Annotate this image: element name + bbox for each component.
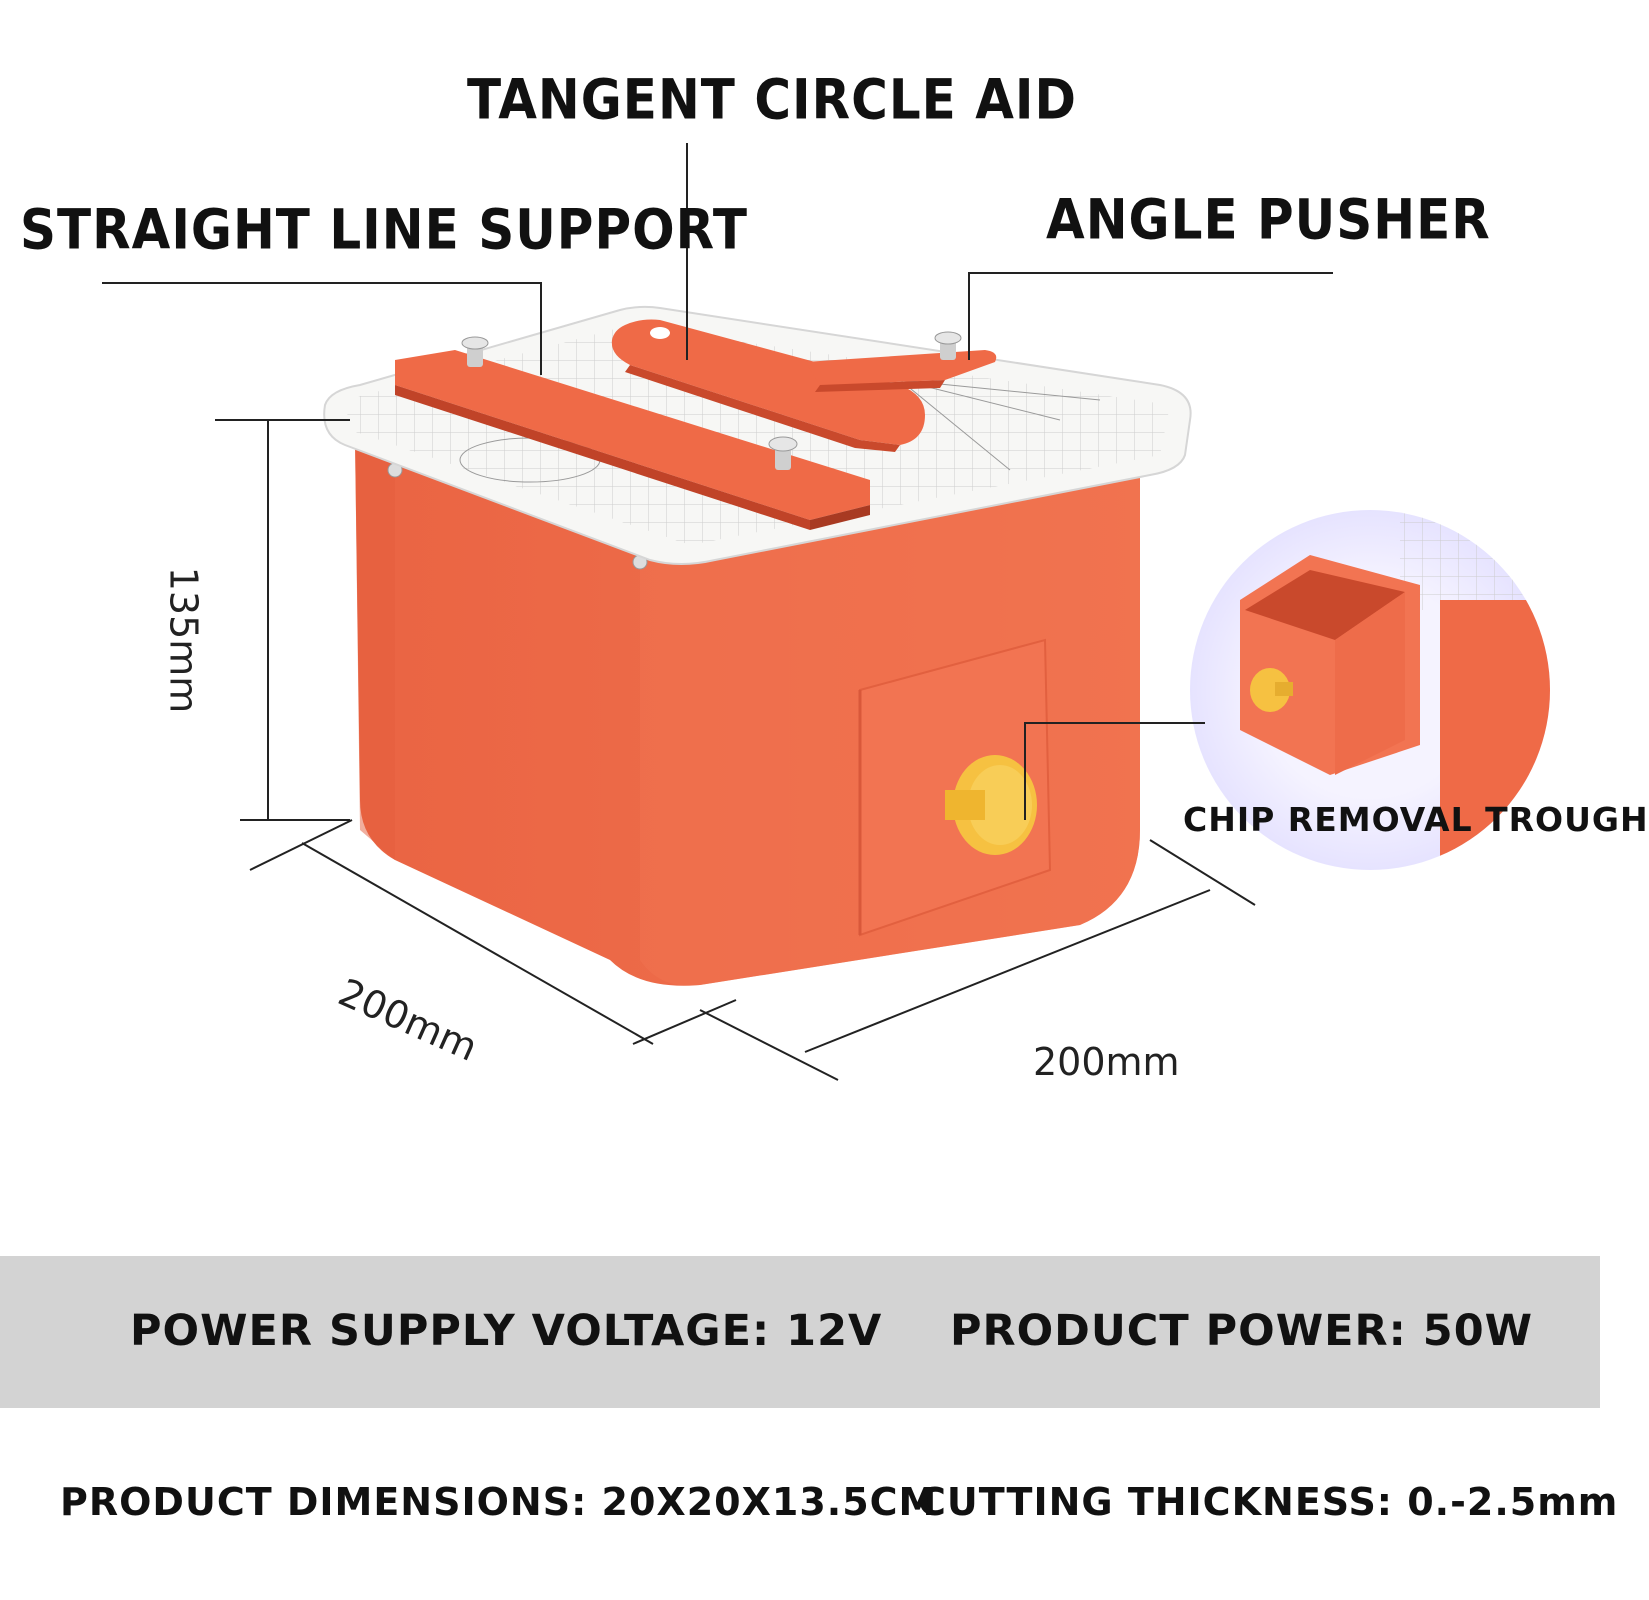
chip-removal-trough-label: CHIP REMOVAL TROUGH	[1183, 800, 1649, 839]
power-supply-voltage-spec: POWER SUPPLY VOLTAGE: 12V	[130, 1306, 883, 1356]
product-illustration	[0, 143, 1600, 1408]
angle-pusher-bar	[805, 331, 997, 392]
dimension-lines	[215, 419, 1256, 1081]
machine-body	[355, 440, 1140, 986]
height-dimension-label: 135mm	[161, 566, 206, 714]
drawer-knob	[945, 755, 1037, 855]
angle-pusher-label: ANGLE PUSHER	[1046, 188, 1491, 252]
spec-band-background	[0, 1256, 1600, 1408]
width-dimension-label: 200mm	[1033, 1040, 1180, 1084]
callout-lines	[102, 143, 1333, 820]
chip-trough-zoom	[1190, 510, 1550, 870]
straight-line-support-label: STRAIGHT LINE SUPPORT	[20, 198, 748, 262]
product-dimensions-spec: PRODUCT DIMENSIONS: 20X20X13.5CM	[60, 1480, 938, 1524]
straight-line-support-bar	[395, 336, 870, 530]
tangent-circle-aid-label: TANGENT CIRCLE AID	[467, 68, 1078, 132]
tangent-circle-aid-bar	[611, 319, 925, 452]
product-power-spec: PRODUCT POWER: 50W	[950, 1306, 1534, 1356]
cutting-thickness-spec: CUTTING THICKNESS: 0.-2.5mm	[918, 1480, 1619, 1524]
